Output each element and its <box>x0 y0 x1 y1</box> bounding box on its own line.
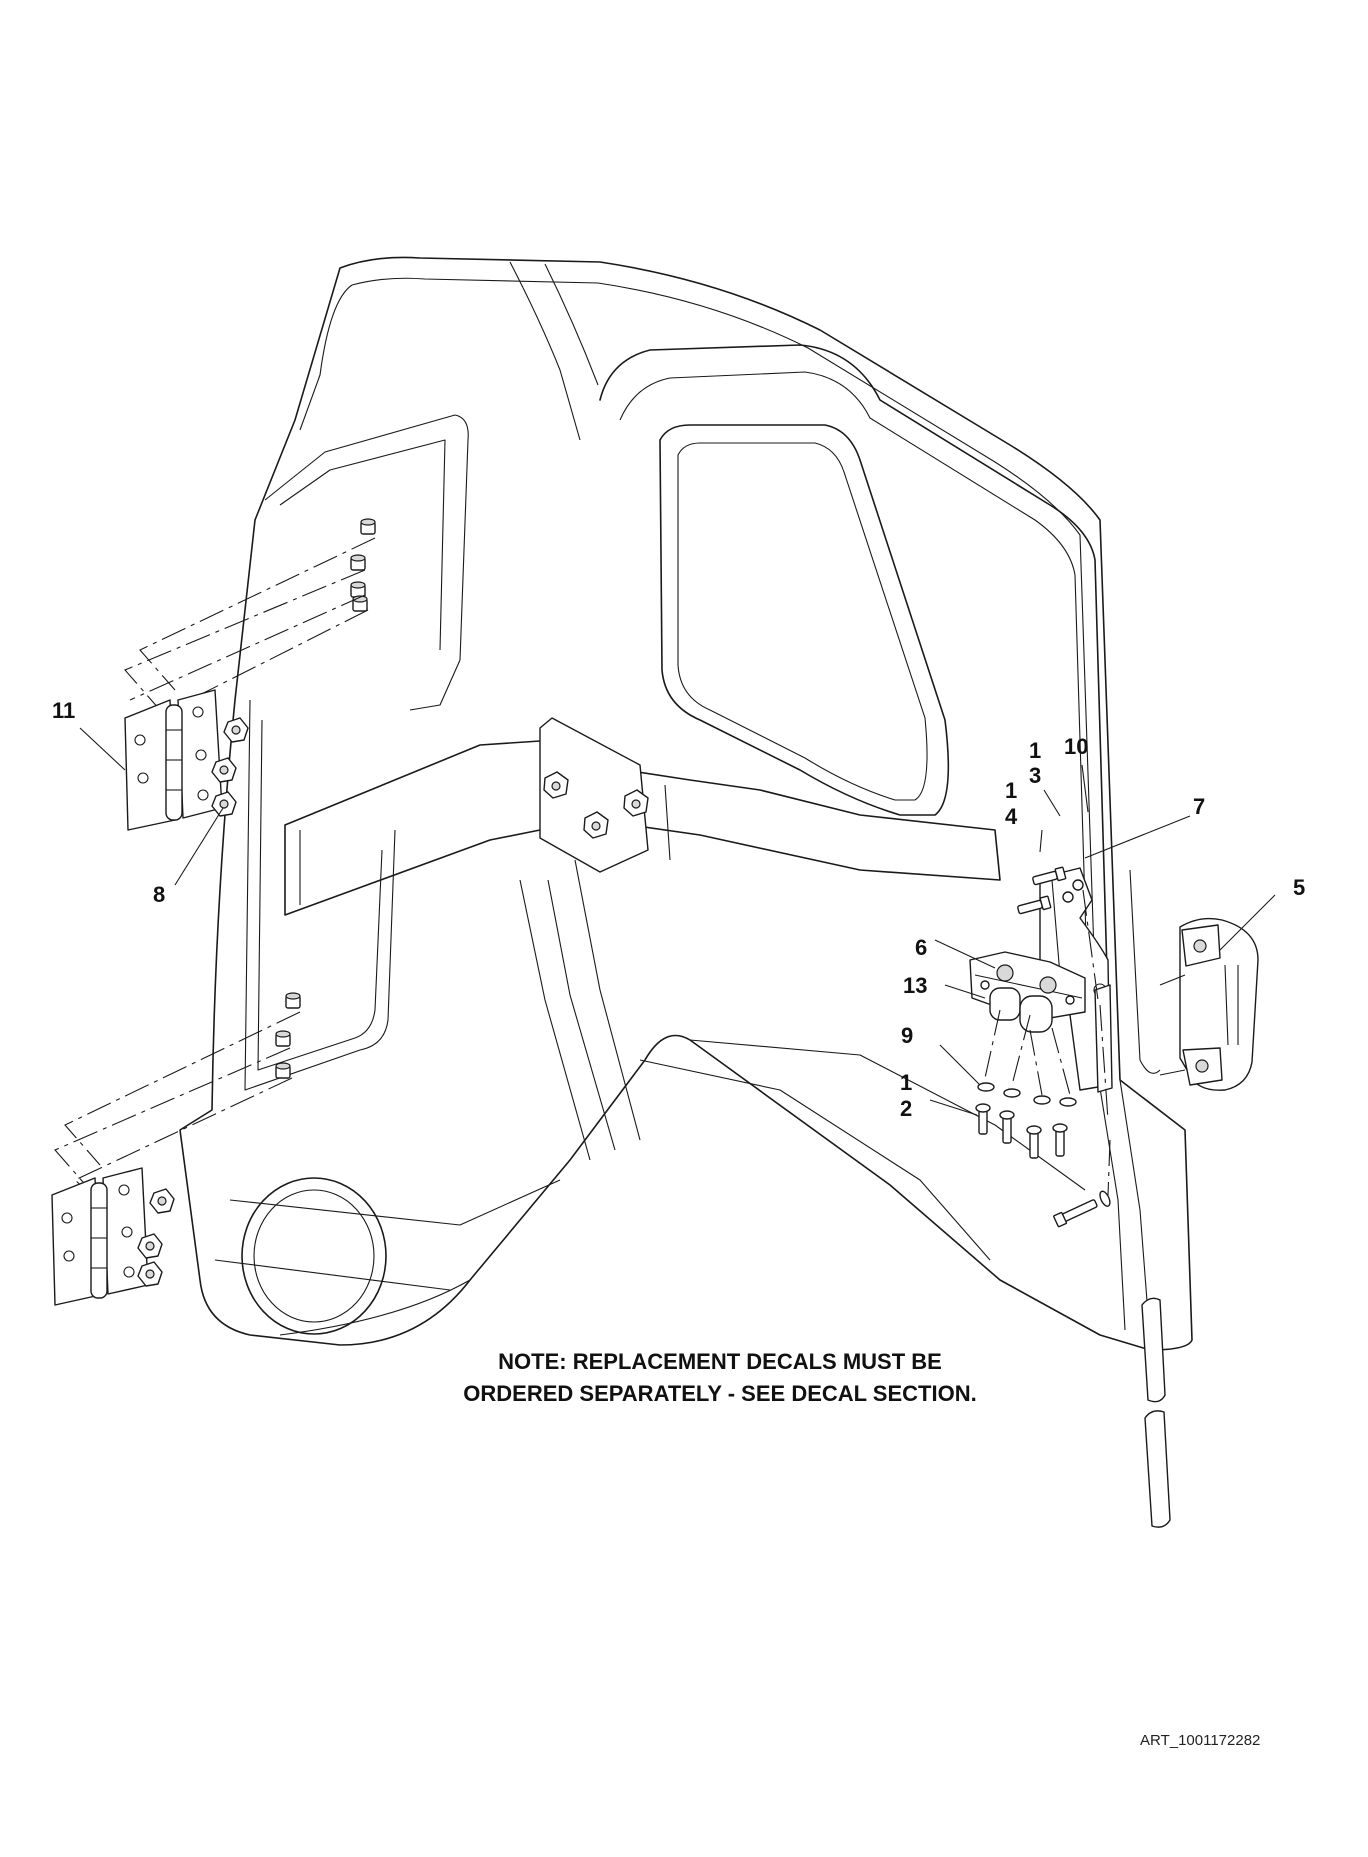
callout-6: 6 <box>915 935 928 960</box>
callout-1-low: 1 <box>900 1070 913 1095</box>
callout-9: 9 <box>901 1023 914 1048</box>
callout-1-mid: 1 <box>1005 778 1018 803</box>
callout-10: 10 <box>1064 734 1089 759</box>
lower-hinge <box>51 1167 175 1306</box>
lower-hinge-studs <box>275 992 301 1079</box>
decal-note: NOTE: REPLACEMENT DECALS MUST BE ORDERED… <box>330 1346 1110 1410</box>
art-number: ART_1001172282 <box>1140 1732 1261 1749</box>
callout-8: 8 <box>153 882 166 907</box>
latch-bolts <box>975 1009 1111 1228</box>
upper-hinge-studs <box>350 518 376 612</box>
upper-hinge <box>124 689 249 831</box>
callout-5: 5 <box>1293 875 1306 900</box>
callout-3: 3 <box>1029 763 1042 788</box>
decal-note-line-2: ORDERED SEPARATELY - SEE DECAL SECTION. <box>463 1381 977 1406</box>
callout-7: 7 <box>1193 794 1206 819</box>
callout-4: 4 <box>1005 804 1018 829</box>
callout-13: 13 <box>903 973 928 998</box>
door-panel <box>179 256 1193 1528</box>
callout-leaders <box>79 727 1276 1116</box>
callout-1-top: 1 <box>1029 738 1042 763</box>
hinge-mount-bracket <box>539 717 649 873</box>
decal-note-line-1: NOTE: REPLACEMENT DECALS MUST BE <box>498 1349 942 1374</box>
latch-assembly <box>969 866 1113 1121</box>
grab-handle <box>1159 917 1259 1091</box>
callout-2: 2 <box>900 1096 913 1121</box>
callout-11: 11 <box>52 698 76 723</box>
